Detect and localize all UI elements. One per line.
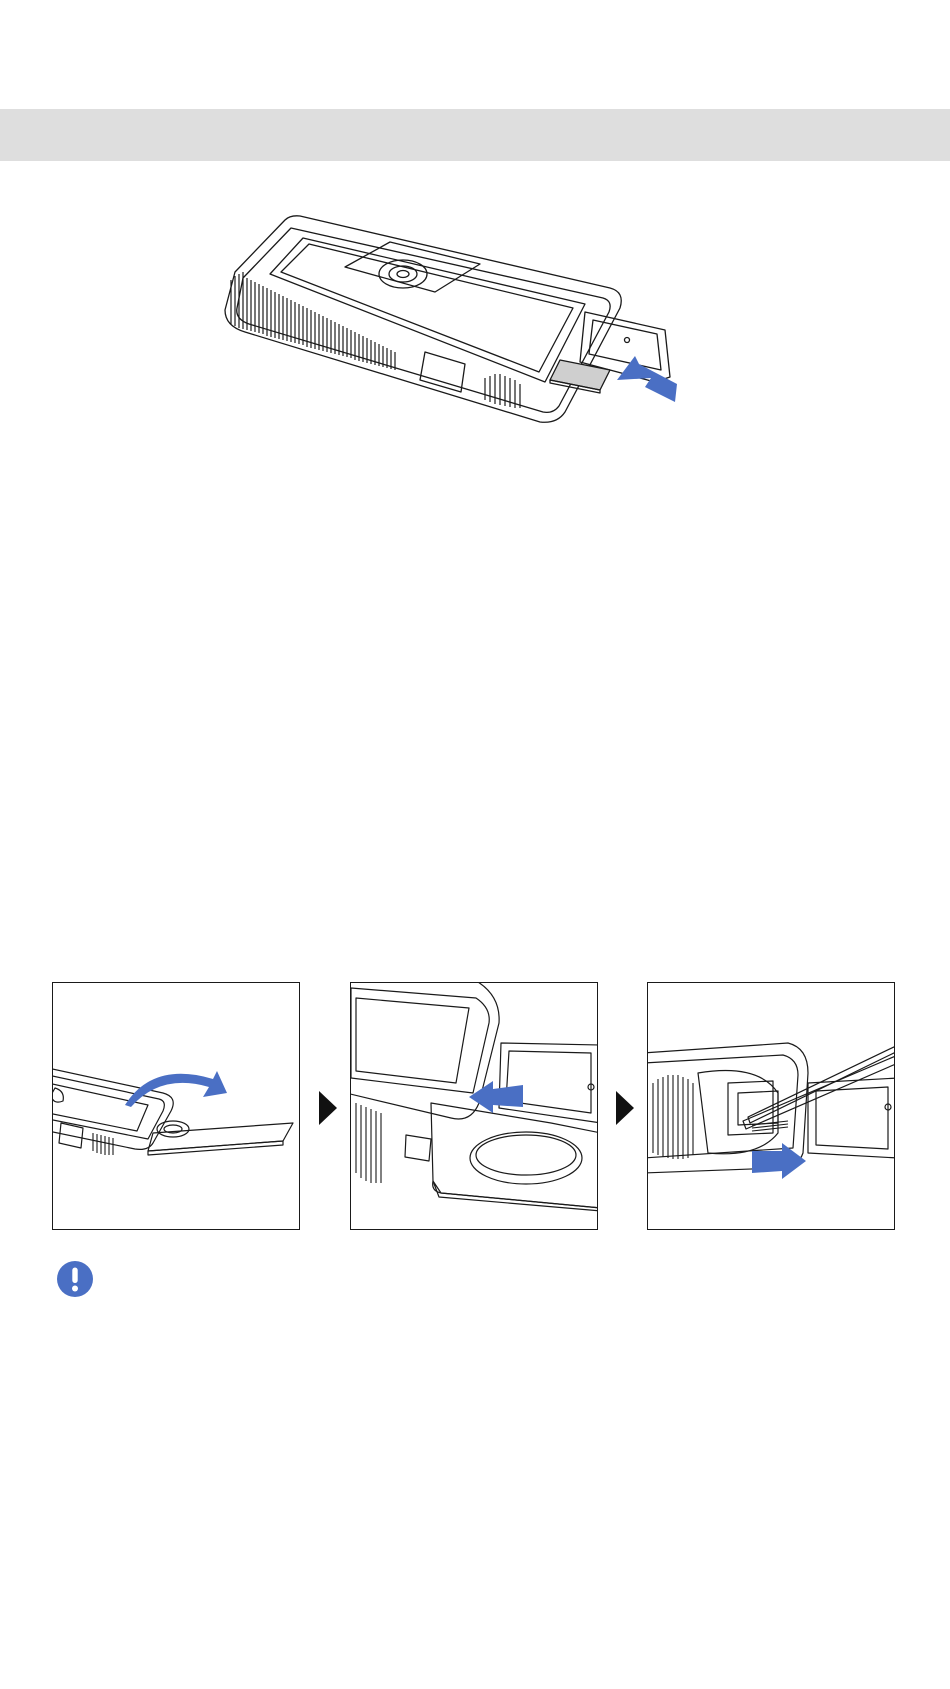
triangle-right-icon: [614, 1089, 636, 1127]
rotate-arrow-icon: [125, 1071, 227, 1107]
step-3-panel: [647, 982, 895, 1230]
triangle-right-icon: [317, 1089, 339, 1127]
exclamation-circle-icon: [56, 1260, 94, 1298]
camera-sd-card-insert-illustration: [215, 212, 735, 432]
step-1-panel: [52, 982, 300, 1230]
step-2-panel: [350, 982, 598, 1230]
section-header-band: [0, 109, 950, 161]
remove-card-illustration: [648, 983, 895, 1230]
open-battery-cover-illustration: [53, 983, 300, 1230]
push-card-release-illustration: [351, 983, 598, 1230]
